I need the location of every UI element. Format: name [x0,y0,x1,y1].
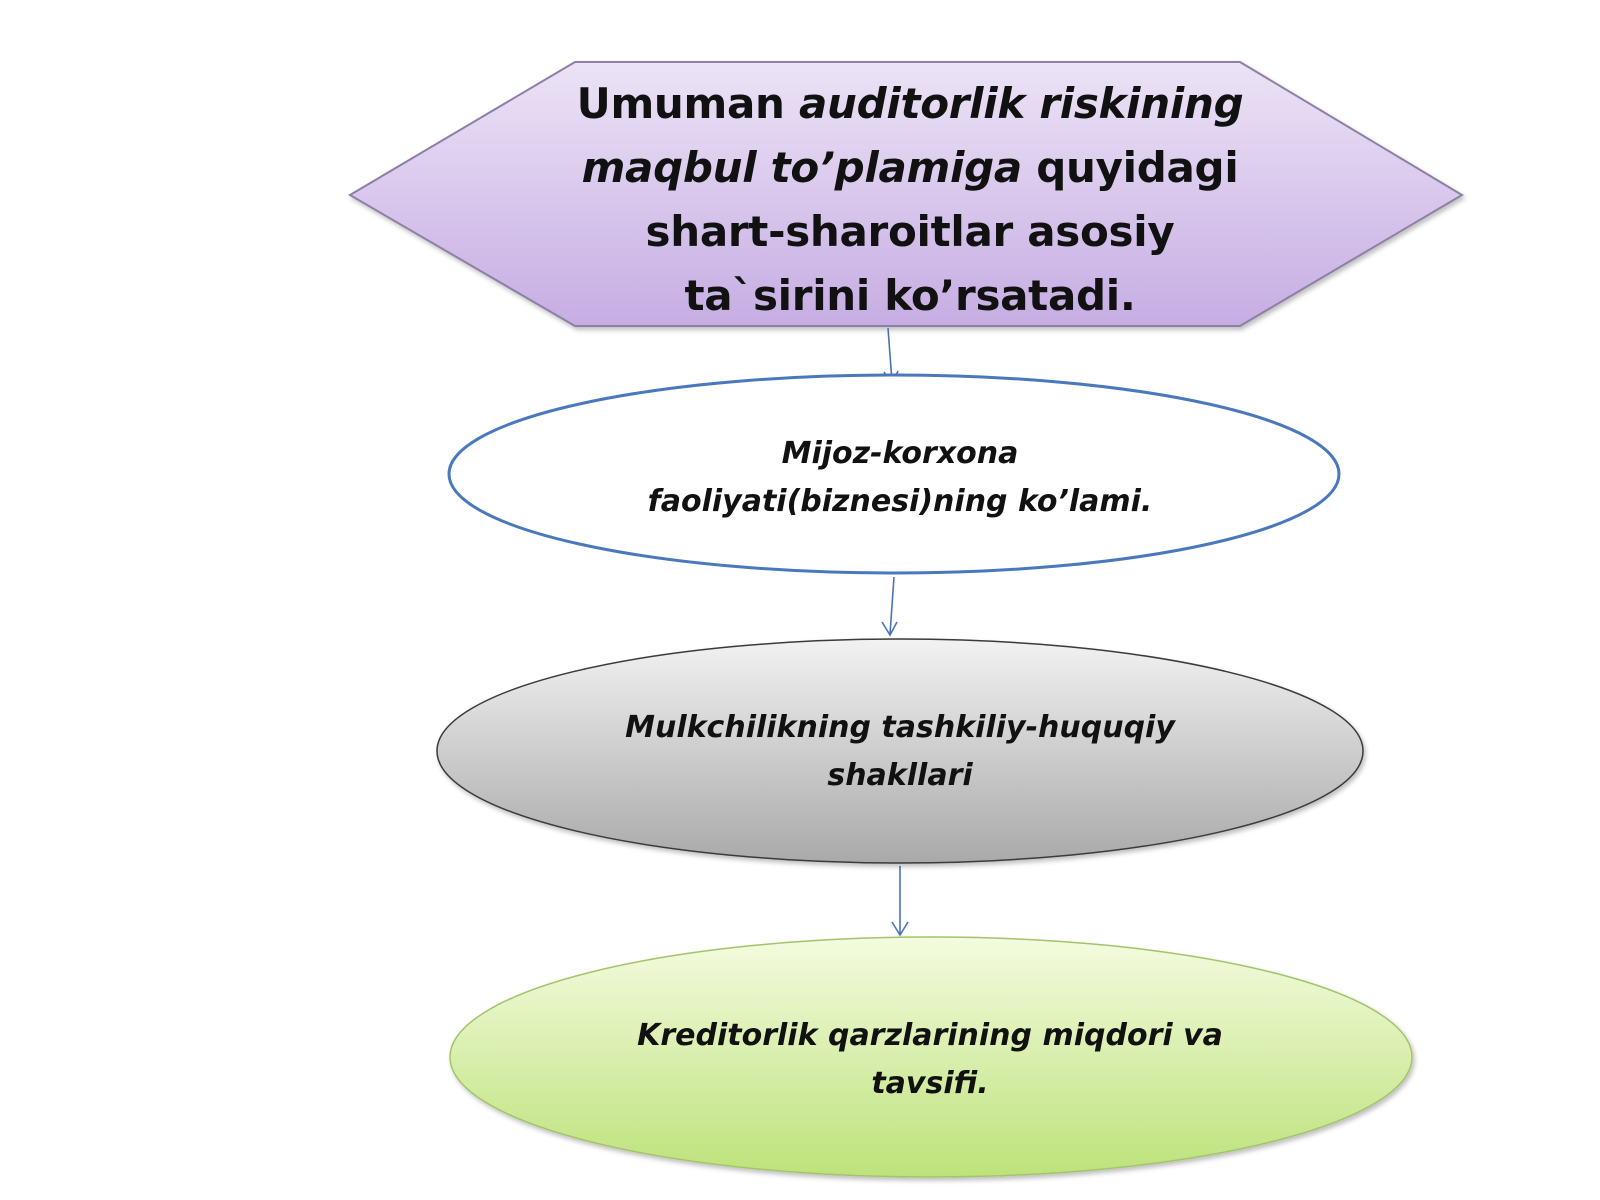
title-line-4: ta`sirini ko’rsatadi. [684,271,1136,320]
arrowhead-node3 [891,921,909,937]
title-line-2-plain: quyidagi [1021,143,1239,192]
node-ownership-forms-label: Mulkchilikning tashkiliy-huquqiy shaklla… [560,704,1240,800]
title-line-2-italic: maqbul to’plamiga [581,143,1023,192]
node-business-scale [447,373,1341,575]
title-line-1-plain: Umuman [576,79,799,128]
node3-line-2: tavsifi. [871,1066,989,1101]
node1-line-2: faoliyati(biznesi)ning ko’lami. [647,484,1153,519]
title-line-1: Umuman auditorlik riskining [560,72,1260,136]
title-line-3: shart-sharoitlar asosiy [645,207,1175,256]
node-creditor-debts-label: Kreditorlik qarzlarining miqdori va tavs… [580,1012,1280,1108]
title-hexagon [348,61,1464,327]
node-ownership-forms [436,638,1364,864]
arrowhead-node2 [881,621,898,637]
node3-line-1: Kreditorlik qarzlarining miqdori va [637,1018,1223,1053]
arrow-node1-to-node2 [889,576,895,635]
node2-line-1: Mulkchilikning tashkiliy-huquqiy [625,710,1175,745]
node-creditor-debts [449,936,1413,1178]
title-line-1-italic: auditorlik riskining [798,79,1244,128]
title-line-2: maqbul to’plamiga quyidagi [560,136,1260,200]
node-business-scale-label: Mijoz-korxona faoliyati(biznesi)ning ko’… [560,430,1240,526]
arrow-hexagon-to-node1 [887,327,893,383]
node1-line-1: Mijoz-korxona [781,436,1019,471]
node2-line-2: shakllari [827,758,973,793]
diagram-title: Umuman auditorlik riskining maqbul to’pl… [560,72,1260,328]
